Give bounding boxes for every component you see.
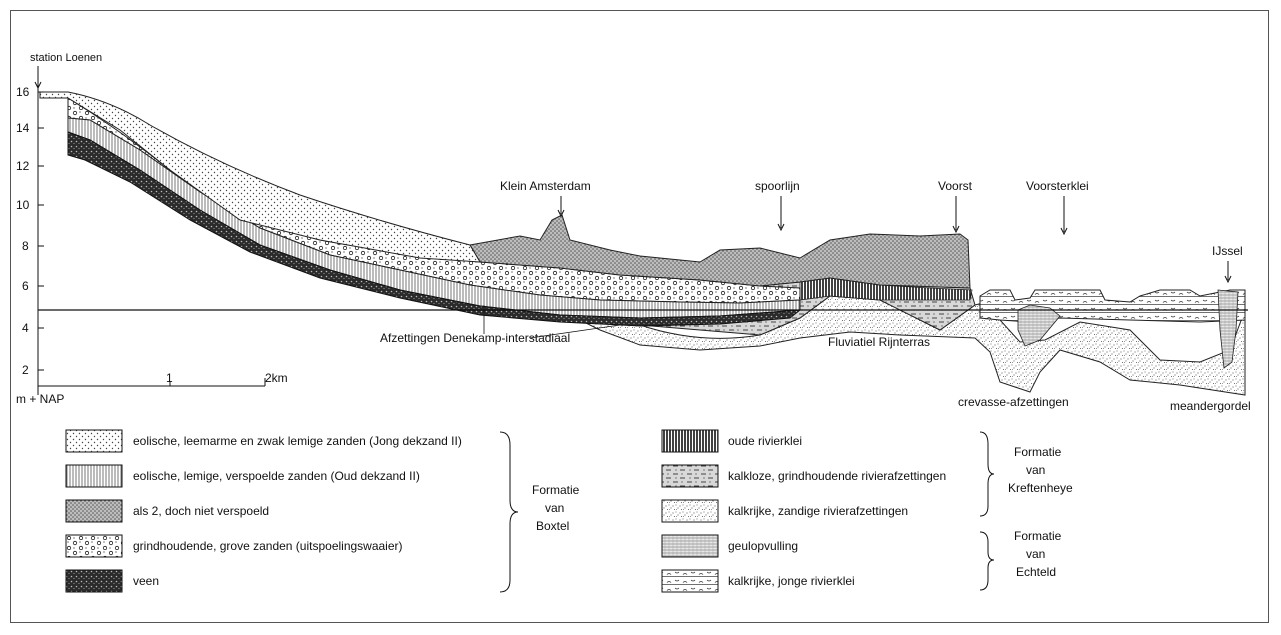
legend-swatch-lines [66, 465, 122, 487]
formation-kreftenheye-line1: Formatie [1014, 445, 1062, 459]
y-tick-16: 16 [16, 85, 30, 99]
formation-echteld-line1: Formatie [1014, 529, 1062, 543]
legend-swatch-fine-lines [662, 535, 718, 557]
scale-tick-1: 1 [166, 371, 173, 385]
legend-item-2: eolische, lemige, verspoelde zanden (Oud… [133, 469, 420, 483]
legend-item-8: kalkrijke, zandige rivierafzettingen [728, 504, 908, 518]
legend-item-9: geulopvulling [728, 539, 798, 553]
label-station-loenen: station Loenen [30, 52, 102, 64]
cross-section-layers [40, 92, 1245, 395]
formation-boxtel-line3: Boxtel [536, 519, 569, 533]
y-tick-6: 6 [22, 279, 29, 293]
label-meandergordel: meandergordel [1170, 399, 1251, 413]
formation-boxtel-line2: van [545, 501, 564, 515]
label-ijssel: IJssel [1212, 244, 1243, 258]
formation-kreftenheye-line2: van [1026, 463, 1045, 477]
legend-swatch-dark [66, 570, 122, 592]
legend-item-4: grindhoudende, grove zanden (uitspoeling… [133, 539, 403, 553]
label-klein-amsterdam: Klein Amsterdam [500, 179, 591, 193]
formation-kreftenheye-line3: Kreftenheye [1008, 481, 1073, 495]
label-fluviatiel-rijnterras: Fluviatiel Rijnterras [828, 335, 930, 349]
legend-item-3: als 2, doch niet verspoeld [133, 504, 269, 518]
legend-item-5: veen [133, 574, 159, 588]
y-unit-label: m + NAP [16, 392, 64, 406]
formation-echteld-line2: van [1026, 547, 1045, 561]
y-tick-2: 2 [22, 363, 29, 377]
legend-swatch-waves [662, 570, 718, 592]
legend-swatch-vstripes [662, 430, 718, 452]
legend-item-7: kalkloze, grindhoudende rivierafzettinge… [728, 469, 946, 483]
label-spoorlijn: spoorlijn [755, 179, 800, 193]
legend-swatch-circles [66, 535, 122, 557]
y-tick-10: 10 [16, 198, 30, 212]
scale-bar: 1 2km [38, 371, 288, 386]
y-tick-4: 4 [22, 321, 29, 335]
y-tick-8: 8 [22, 239, 29, 253]
y-axis: 16 14 12 10 8 6 4 2 m + NAP [16, 80, 64, 406]
label-voorsterklei: Voorsterklei [1026, 179, 1089, 193]
label-voorst: Voorst [938, 179, 973, 193]
y-tick-12: 12 [16, 159, 30, 173]
scale-tick-2km: 2km [265, 371, 288, 385]
label-crevasse-afzettingen: crevasse-afzettingen [958, 395, 1069, 409]
legend-right: oude rivierklei kalkloze, grindhoudende … [662, 430, 1073, 592]
legend-swatch-speckle [662, 500, 718, 522]
formation-echteld-line3: Echteld [1016, 565, 1056, 579]
label-denekamp: Afzettingen Denekamp-interstadiaal [380, 331, 570, 345]
legend-swatch-stipple [66, 500, 122, 522]
legend-swatch-dashes [662, 465, 718, 487]
legend-left: eolische, leemarme en zwak lemige zanden… [66, 430, 580, 592]
y-tick-14: 14 [16, 121, 30, 135]
legend-item-1: eolische, leemarme en zwak lemige zanden… [133, 434, 462, 448]
formation-boxtel-line1: Formatie [532, 483, 580, 497]
legend-swatch-fine-dots [66, 430, 122, 452]
legend-item-6: oude rivierklei [728, 434, 802, 448]
legend-item-10: kalkrijke, jonge rivierklei [728, 574, 855, 588]
